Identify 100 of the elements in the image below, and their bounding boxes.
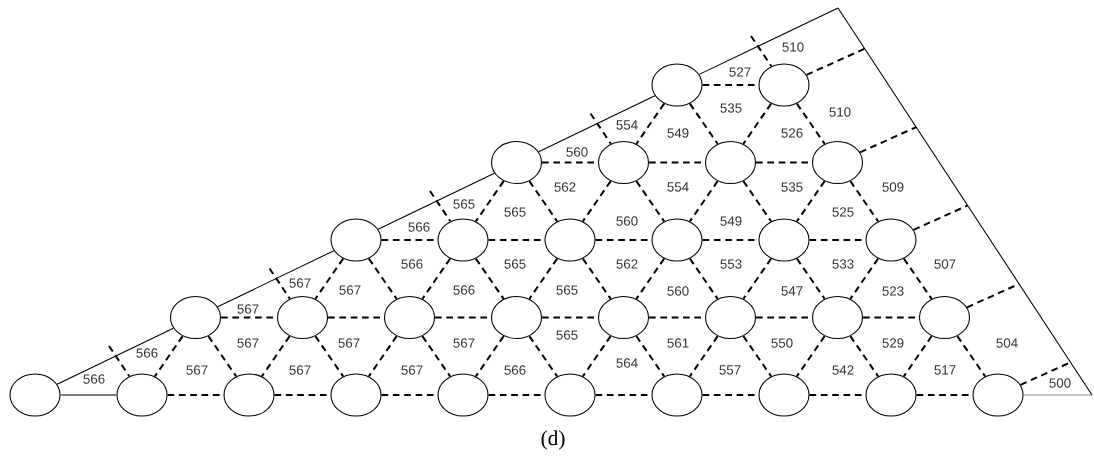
cell-value: 567	[338, 338, 360, 348]
cell-value: 517	[934, 365, 956, 375]
cell-value: 565	[504, 259, 526, 269]
connector-line	[859, 126, 918, 154]
connector-line	[849, 257, 880, 300]
connector-line	[956, 335, 987, 378]
ellipse	[811, 295, 864, 340]
cell-value: 510	[829, 107, 851, 117]
cell-value: 560	[566, 147, 588, 157]
connector-line	[795, 180, 826, 223]
cell-value: 565	[556, 285, 578, 295]
ellipse	[330, 373, 382, 417]
connector-line	[966, 282, 1021, 309]
ellipse	[758, 373, 810, 417]
ellipse	[651, 373, 703, 417]
connector-line	[688, 180, 719, 223]
cell-value: 535	[720, 103, 742, 113]
cell-value: 560	[616, 216, 638, 226]
cell-value: 567	[289, 278, 311, 288]
ellipse	[223, 373, 275, 417]
cell-value: 567	[339, 285, 361, 295]
connector-line	[902, 335, 933, 378]
cell-value: 566	[401, 259, 423, 269]
connector-line	[474, 335, 505, 378]
connector-line	[742, 102, 773, 145]
cell-value: 566	[83, 374, 105, 384]
ellipse	[597, 295, 650, 340]
connector-line	[805, 47, 866, 76]
cell-value: 542	[832, 365, 854, 375]
connector-line	[207, 335, 238, 378]
connector-line	[268, 267, 291, 300]
ellipse	[383, 295, 436, 340]
connector-line	[217, 250, 335, 308]
cell-value: 523	[882, 286, 904, 296]
connector-line	[688, 257, 719, 300]
ellipse	[865, 218, 917, 262]
connector-line	[795, 102, 826, 145]
cell-value: 549	[720, 216, 742, 226]
connector-line	[260, 335, 291, 378]
connector-line	[581, 335, 612, 378]
ellipse	[758, 63, 810, 107]
connector-line	[688, 335, 719, 378]
cell-value: 549	[667, 128, 689, 138]
cell-value: 561	[667, 338, 689, 348]
connector-line	[688, 102, 719, 145]
ellipse	[437, 373, 489, 417]
connector-line	[108, 345, 131, 378]
ellipse	[972, 373, 1024, 417]
connector-line	[60, 394, 117, 396]
cell-value: 566	[136, 348, 158, 358]
ellipse	[437, 218, 489, 262]
cell-value: 567	[186, 365, 208, 375]
connector-line	[421, 335, 452, 378]
cell-value: 565	[504, 207, 526, 217]
connector-line	[367, 257, 398, 300]
ellipse	[651, 63, 703, 107]
cell-value: 567	[289, 365, 311, 375]
connector-line	[56, 327, 174, 385]
cell-value: 554	[616, 120, 638, 130]
ellipse	[330, 218, 382, 262]
ellipse	[811, 140, 864, 185]
connector-line	[742, 257, 773, 300]
cell-value: 565	[556, 330, 578, 340]
cell-value: 562	[616, 259, 638, 269]
connector-line	[635, 180, 666, 223]
cell-value: 509	[882, 182, 904, 192]
connector-line	[849, 180, 880, 223]
cell-value: 529	[882, 338, 904, 348]
cell-value: 547	[781, 286, 803, 296]
cell-value: 525	[832, 207, 854, 217]
cell-value: 567	[401, 365, 423, 375]
ellipse	[276, 295, 329, 340]
cell-value: 566	[408, 222, 430, 232]
connector-line	[474, 180, 505, 223]
connector-line	[314, 335, 345, 378]
connector-line	[367, 335, 398, 378]
ellipse	[490, 295, 543, 340]
connector-line	[750, 35, 773, 68]
connector-line	[474, 257, 505, 300]
caption: (d)	[541, 430, 565, 450]
connector-line	[849, 335, 880, 378]
connector-line	[742, 180, 773, 223]
connector-line	[314, 257, 345, 300]
connector-line	[635, 335, 666, 378]
ellipse	[918, 295, 971, 340]
cell-value: 526	[781, 128, 803, 138]
ellipse	[651, 218, 703, 262]
cell-value: 567	[237, 338, 259, 348]
cell-value: 564	[616, 358, 638, 368]
cell-value: 565	[453, 199, 475, 209]
cell-value: 553	[720, 259, 742, 269]
ellipse	[490, 140, 543, 185]
connector-line	[635, 102, 666, 145]
ellipse	[597, 140, 650, 185]
cell-value: 507	[934, 259, 956, 269]
ellipse	[758, 218, 810, 262]
connector-line	[528, 257, 559, 300]
connector-line	[902, 257, 933, 300]
cell-value: 550	[771, 338, 793, 348]
cell-value: 557	[719, 365, 741, 375]
